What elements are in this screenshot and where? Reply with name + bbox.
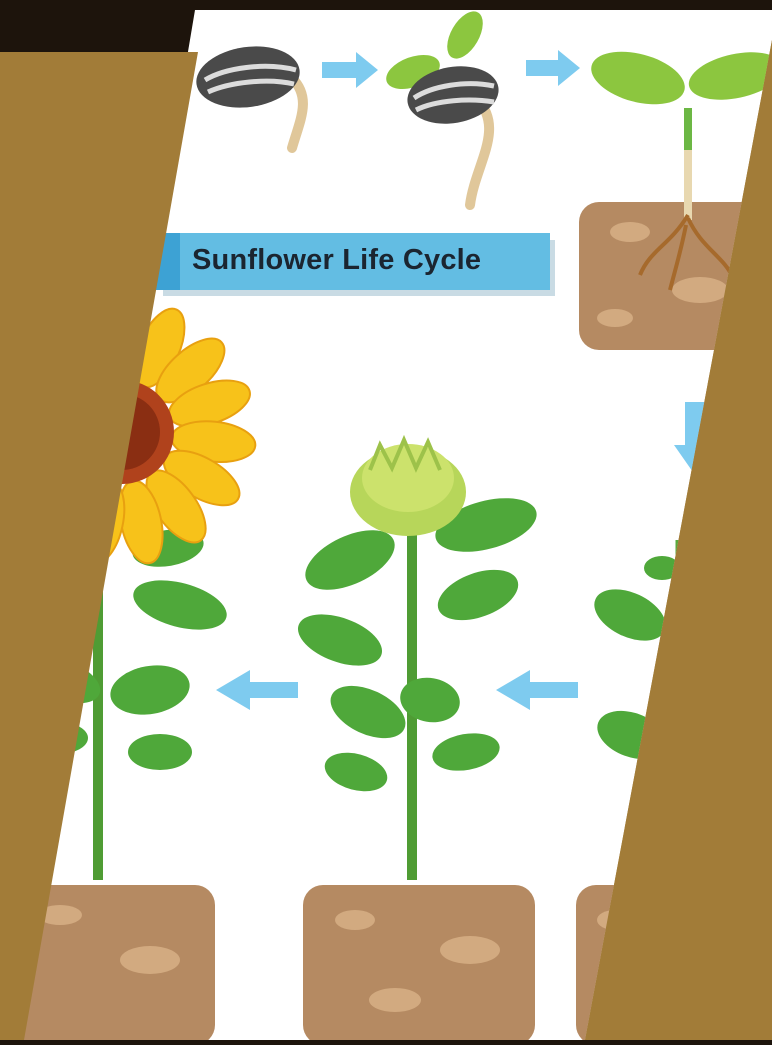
diagram-title: Sunflower Life Cycle (192, 244, 481, 277)
top-left-dark-block (0, 0, 198, 52)
